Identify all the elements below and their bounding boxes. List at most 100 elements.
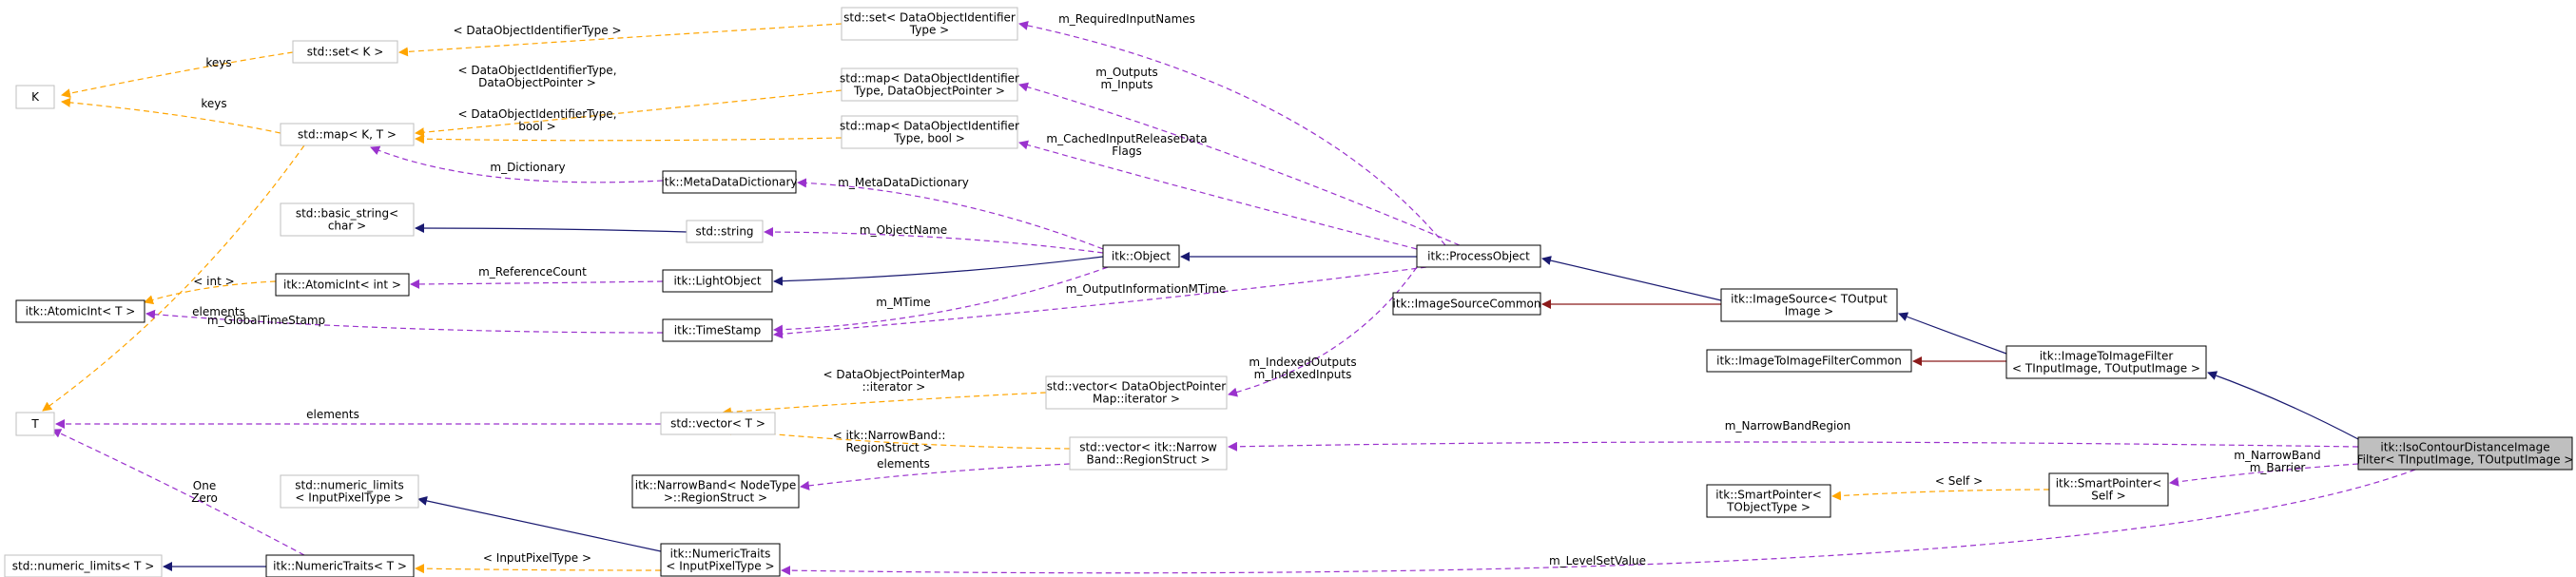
node-box-map_doid_bool[interactable]	[841, 115, 1018, 149]
node-K[interactable]: K	[15, 85, 55, 109]
node-box-map_kt[interactable]	[280, 123, 415, 146]
edge-label-e_indexed: m_IndexedInputs	[1254, 368, 1352, 381]
node-box-set_doid[interactable]	[841, 7, 1018, 41]
node-box-process_object[interactable]	[1416, 244, 1541, 268]
node-label-smart_pointer_self: itk::SmartPointer<	[2056, 477, 2162, 490]
edge-label-e_nt_template: < InputPixelType >	[483, 551, 591, 565]
edge-e_oimt	[773, 266, 1427, 339]
node-box-set_k[interactable]	[292, 40, 398, 64]
node-label-numeric_traits_t: itk::NumericTraits< T >	[273, 560, 407, 573]
node-set_k[interactable]: std::set< K >	[292, 40, 398, 64]
node-box-K[interactable]	[15, 85, 55, 109]
node-numeric_limits_t[interactable]: std::numeric_limits< T >	[4, 554, 163, 577]
node-label-i2i_filter: < TInputImage, TOutputImage >	[2012, 362, 2200, 375]
node-i2i_common[interactable]: itk::ImageToImageFilterCommon	[1706, 349, 1912, 373]
node-label-map_doid_bool: std::map< DataObjectIdentifier	[840, 120, 1019, 133]
edge-e_refcount	[410, 279, 664, 289]
node-box-std_string[interactable]	[686, 220, 764, 243]
node-atomic_int_int[interactable]: itk::AtomicInt< int >	[275, 273, 410, 297]
node-box-numeric_limits_input[interactable]	[280, 474, 419, 509]
node-map_kt[interactable]: std::map< K, T >	[280, 123, 415, 146]
node-box-time_stamp[interactable]	[662, 318, 773, 342]
node-numeric_limits_input[interactable]: std::numeric_limits< InputPixelType >	[280, 474, 419, 509]
node-image_source_common[interactable]: itk::ImageSourceCommon	[1392, 292, 1541, 316]
node-box-image_source[interactable]	[1720, 288, 1898, 322]
node-set_doid[interactable]: std::set< DataObjectIdentifierType >	[841, 7, 1018, 41]
node-i2i_filter[interactable]: itk::ImageToImageFilter< TInputImage, TO…	[2005, 345, 2207, 379]
node-box-smart_pointer_self[interactable]	[2048, 472, 2169, 507]
node-vector_dopm[interactable]: std::vector< DataObjectPointerMap::itera…	[1045, 375, 1228, 410]
node-box-numeric_traits_t[interactable]	[265, 554, 415, 577]
node-box-image_source_common[interactable]	[1392, 292, 1541, 316]
node-label-i2i_common: itk::ImageToImageFilterCommon	[1716, 355, 1902, 368]
node-box-atomic_int_int[interactable]	[275, 273, 410, 297]
node-box-atomic_int_t[interactable]	[15, 299, 145, 323]
edge-label-e_dict_to_map: m_Dictionary	[490, 161, 565, 174]
node-time_stamp[interactable]: itk::TimeStamp	[662, 318, 773, 342]
edge-label-e_indexed: m_IndexedOutputs	[1249, 356, 1356, 369]
node-box-numeric_traits_input[interactable]	[660, 543, 781, 577]
edge-label-e_map_t: elements	[192, 305, 245, 318]
node-box-vector_dopm[interactable]	[1045, 375, 1228, 410]
edge-e_process	[1541, 256, 1722, 301]
node-itk_object[interactable]: itk::Object	[1102, 244, 1180, 268]
node-box-i2i_common[interactable]	[1706, 349, 1912, 373]
node-atomic_int_t[interactable]: itk::AtomicInt< T >	[15, 299, 145, 323]
node-box-i2i_filter[interactable]	[2005, 345, 2207, 379]
node-std_string[interactable]: std::string	[686, 220, 764, 243]
node-box-vector_t[interactable]	[660, 412, 776, 435]
edge-label-e_sp_usage: m_NarrowBand	[2234, 449, 2320, 462]
node-label-smart_pointer_tobj: TObjectType >	[1726, 501, 1811, 514]
node-light_object[interactable]: itk::LightObject	[662, 269, 773, 293]
edge-label-e_sp_usage: m_Barrier	[2250, 461, 2306, 474]
edge-e_objname	[764, 227, 1104, 254]
node-map_doid_dop[interactable]: std::map< DataObjectIdentifierType, Data…	[840, 67, 1019, 102]
node-vector_t[interactable]: std::vector< T >	[660, 412, 776, 435]
edge-label-e_nb_elements: elements	[877, 457, 930, 471]
edge-label-e_outputs: m_Inputs	[1100, 78, 1152, 91]
node-label-vector_t: std::vector< T >	[670, 417, 765, 431]
node-box-vector_nb[interactable]	[1069, 436, 1228, 471]
node-basic_string[interactable]: std::basic_string<char >	[280, 202, 415, 237]
node-box-meta_data_dictionary[interactable]	[662, 170, 797, 194]
node-numeric_traits_t[interactable]: itk::NumericTraits< T >	[265, 554, 415, 577]
node-box-map_doid_dop[interactable]	[841, 67, 1018, 102]
edge-label-e_cached: m_CachedInputReleaseData	[1046, 132, 1207, 145]
edge-label-e_refcount: m_ReferenceCount	[478, 265, 587, 279]
node-box-basic_string[interactable]	[280, 202, 415, 237]
node-label-map_doid_dop: std::map< DataObjectIdentifier	[840, 72, 1019, 86]
node-label-image_source: Image >	[1785, 305, 1833, 318]
node-numeric_traits_input[interactable]: itk::NumericTraits< InputPixelType >	[660, 543, 781, 577]
node-process_object[interactable]: itk::ProcessObject	[1416, 244, 1541, 268]
node-box-narrowband_region[interactable]	[631, 474, 800, 509]
node-label-numeric_limits_input: std::numeric_limits	[295, 479, 403, 492]
node-image_source[interactable]: itk::ImageSource< TOutputImage >	[1720, 288, 1898, 322]
node-smart_pointer_self[interactable]: itk::SmartPointer<Self >	[2048, 472, 2169, 507]
edge-label-e_nt_to_t: One	[193, 479, 216, 492]
node-T[interactable]: T	[15, 412, 55, 436]
node-box-T[interactable]	[15, 412, 55, 436]
edge-e_set_doid_to_setk	[398, 23, 843, 57]
node-narrowband_region[interactable]: itk::NarrowBand< NodeType>::RegionStruct…	[631, 474, 800, 509]
edge-e_sp_usage	[2169, 463, 2359, 487]
edge-e_atomic_int	[144, 280, 277, 305]
node-box-light_object[interactable]	[662, 269, 773, 293]
node-smart_pointer_tobj[interactable]: itk::SmartPointer<TObjectType >	[1706, 484, 1831, 518]
node-box-itk_object[interactable]	[1102, 244, 1180, 268]
node-box-numeric_limits_t[interactable]	[4, 554, 163, 577]
edge-e_map_dop_to_map	[415, 89, 843, 138]
node-label-numeric_limits_t: std::numeric_limits< T >	[12, 560, 155, 573]
node-label-basic_string: char >	[328, 220, 366, 233]
node-map_doid_bool[interactable]: std::map< DataObjectIdentifierType, bool…	[840, 115, 1019, 149]
edge-e_cached	[1018, 140, 1418, 250]
node-box-smart_pointer_tobj[interactable]	[1706, 484, 1831, 518]
node-label-itk_object: itk::Object	[1112, 250, 1171, 263]
edge-label-e_meta: m_MetaDataDictionary	[838, 176, 969, 189]
node-box-iso_contour[interactable]	[2357, 436, 2573, 471]
edge-e_outputs	[1018, 82, 1461, 246]
node-vector_nb[interactable]: std::vector< itk::NarrowBand::RegionStru…	[1069, 436, 1228, 471]
node-meta_data_dictionary[interactable]: itk::MetaDataDictionary	[661, 170, 798, 194]
